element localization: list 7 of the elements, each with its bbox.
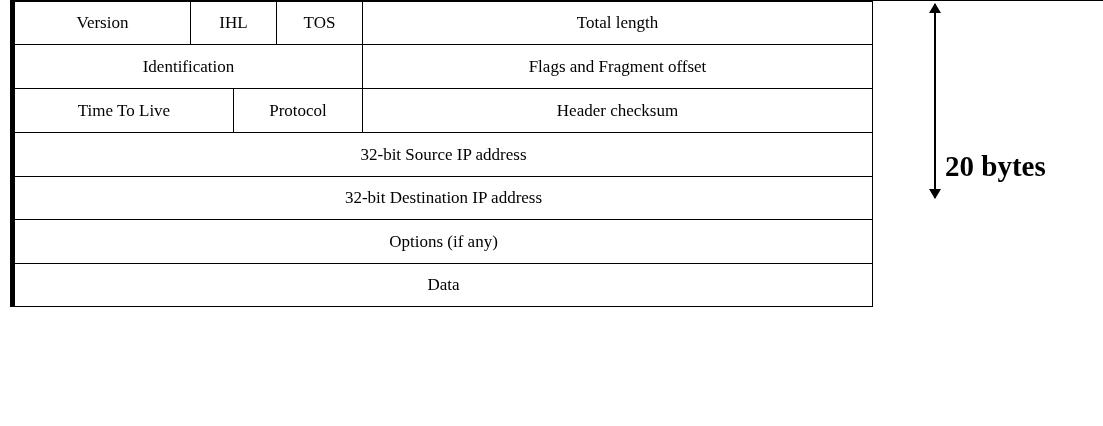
header-field: 32-bit Destination IP address	[14, 176, 873, 220]
header-field: Total length	[362, 1, 873, 45]
size-label: 20 bytes	[945, 149, 1046, 184]
header-field: Version	[14, 1, 191, 45]
header-field: 32-bit Source IP address	[14, 132, 873, 177]
header-field: Options (if any)	[14, 219, 873, 264]
header-field: Data	[14, 263, 873, 307]
